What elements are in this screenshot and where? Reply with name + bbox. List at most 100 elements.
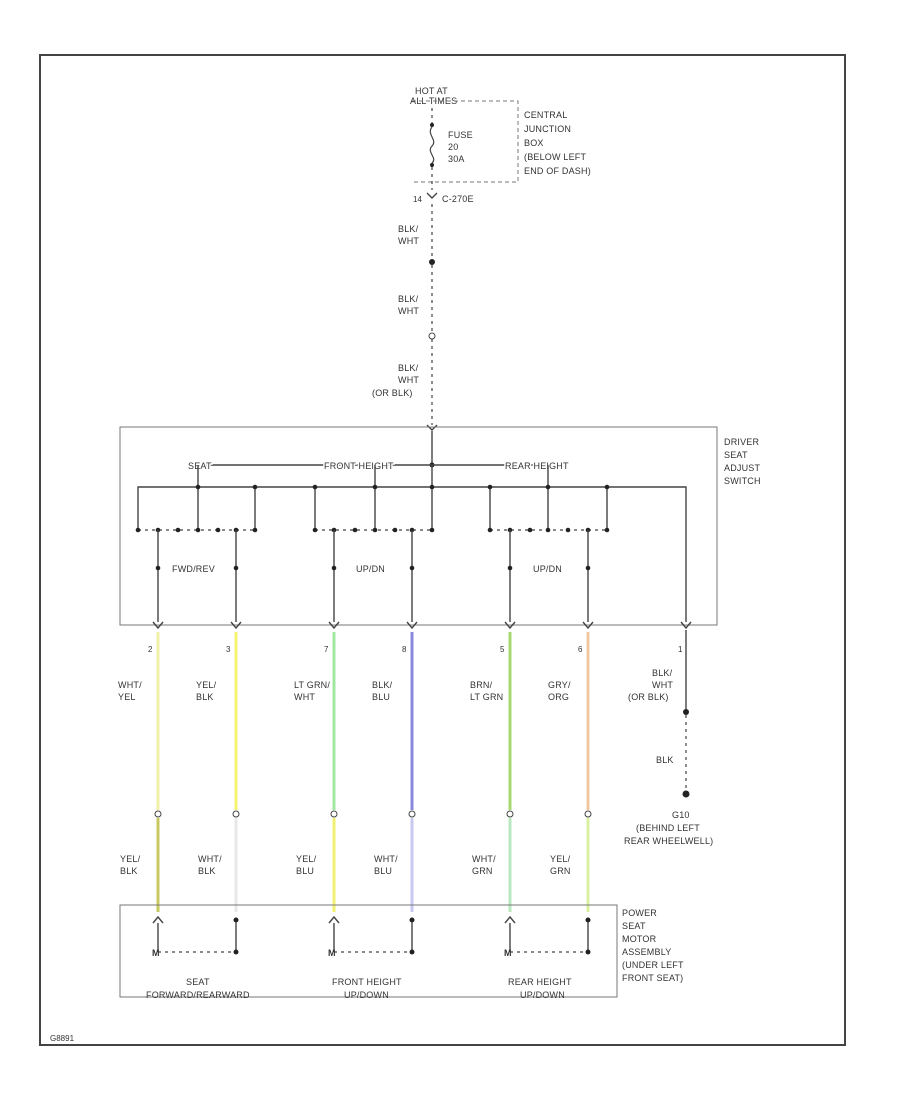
wire-upper-label: BRN/ [470, 680, 493, 690]
inline-connector [154, 810, 162, 818]
fuse-terminal [430, 163, 434, 167]
wire-pin-number: 2 [148, 645, 153, 654]
motor-label-rear-dir: UP/DOWN [520, 990, 565, 1000]
wire-upper-label: LT GRN/ [294, 680, 330, 690]
svg-text:DRIVER: DRIVER [724, 437, 760, 447]
motor-symbol: M [504, 948, 512, 958]
wire-lower-label: YEL/ [550, 854, 571, 864]
ground-location-label: G10 [672, 810, 690, 820]
inline-connector [232, 810, 240, 818]
inline-connector [408, 810, 416, 818]
bus-label-front-height: FRONT HEIGHT [324, 461, 394, 471]
ground-wire-label: BLK/ [652, 668, 673, 678]
ground-circuit: 1 BLK/ WHT (OR BLK) BLK G10 (BEHIND LEFT… [624, 630, 713, 846]
ground-wire-label-blk: BLK [656, 755, 674, 765]
wire-lower-label: BLU [296, 866, 314, 876]
wire-label: BLK/ [398, 294, 419, 304]
wire-lower-label: BLK [120, 866, 138, 876]
wire-upper-label: GRY/ [548, 680, 571, 690]
ground-symbol [682, 790, 690, 798]
wire-upper-label: ORG [548, 692, 569, 702]
power-source-line1: HOT AT [415, 86, 448, 96]
wire-upper-label: BLU [372, 692, 390, 702]
wire-lower-label: GRN [472, 866, 493, 876]
wire-upper-label: WHT [294, 692, 315, 702]
ground-pin: 1 [678, 645, 683, 654]
switch-connector-pins [152, 621, 692, 630]
svg-text:END OF DASH): END OF DASH) [524, 166, 591, 176]
wire-pin-number: 8 [402, 645, 407, 654]
svg-text:(BELOW LEFT: (BELOW LEFT [524, 152, 587, 162]
svg-text:ADJUST: ADJUST [724, 463, 761, 473]
wire-pin-number: 6 [578, 645, 583, 654]
splice-dot [429, 259, 435, 265]
driver-seat-adjust-switch-box [119, 426, 718, 626]
wire-upper-label: WHT/ [118, 680, 142, 690]
ground-location-label: (BEHIND LEFT [636, 823, 700, 833]
wire-upper-label: YEL/ [196, 680, 217, 690]
power-seat-motor-box [119, 904, 618, 998]
bus-label-seat: SEAT [188, 461, 212, 471]
switch-ground-bus [137, 486, 687, 622]
motor-symbol: M [152, 948, 160, 958]
switch-contact-row [135, 527, 610, 533]
diagram-frame [39, 54, 846, 1046]
wire-label: WHT [398, 236, 419, 246]
junction-box-label: CENTRAL JUNCTION BOX (BELOW LEFT END OF … [524, 110, 591, 176]
wire-pin-number: 7 [324, 645, 329, 654]
wire-lower-label: BLU [374, 866, 392, 876]
wire-label: (OR BLK) [372, 388, 413, 398]
wire-pin-number: 5 [500, 645, 505, 654]
switch-label: DRIVER SEAT ADJUST SWITCH [724, 437, 761, 486]
svg-text:JUNCTION: JUNCTION [524, 124, 571, 134]
wire-lower-label: WHT/ [472, 854, 496, 864]
ground-location-label: REAR WHEELWELL) [624, 836, 713, 846]
connector-pin: 14 [413, 195, 422, 204]
fuse-label-2: 20 [448, 142, 458, 152]
svg-text:BOX: BOX [524, 138, 544, 148]
motor-label-seat: SEAT [186, 977, 210, 987]
motor-assembly-label: POWER SEAT MOTOR ASSEMBLY (UNDER LEFT FR… [622, 908, 684, 983]
fuse-label-1: FUSE [448, 130, 473, 140]
fuse-symbol [429, 126, 435, 164]
fuse-terminal [430, 123, 434, 127]
diagram-id: G8891 [50, 1034, 75, 1043]
wire-lower-label: YEL/ [120, 854, 141, 864]
wire-lower-label: YEL/ [296, 854, 317, 864]
fuse-label-3: 30A [448, 154, 465, 164]
section-label-rear-up-dn: UP/DN [533, 564, 562, 574]
motor-label-front-dir: UP/DOWN [344, 990, 389, 1000]
motor-front-height: M [328, 948, 415, 958]
wire-pin-number: 3 [226, 645, 231, 654]
svg-text:SEAT: SEAT [724, 450, 748, 460]
switch-arms [155, 530, 591, 622]
svg-text:POWER: POWER [622, 908, 657, 918]
wire-lower-label: WHT/ [374, 854, 398, 864]
connector-pin-symbol [428, 332, 436, 340]
svg-text:(UNDER LEFT: (UNDER LEFT [622, 960, 684, 970]
bus-label-rear-height: REAR HEIGHT [505, 461, 569, 471]
junction-box-outline [412, 100, 519, 183]
svg-text:MOTOR: MOTOR [622, 934, 657, 944]
ground-wire-label: (OR BLK) [628, 692, 669, 702]
ground-wire-label: WHT [652, 680, 673, 690]
wire-upper-label: BLK/ [372, 680, 393, 690]
wire-column: 7 LT GRN/WHT YEL/BLU [294, 632, 338, 912]
motor-label-seat-dir: FORWARD/REARWARD [146, 990, 250, 1000]
svg-text:FRONT SEAT): FRONT SEAT) [622, 973, 683, 983]
motor-label-front: FRONT HEIGHT [332, 977, 402, 987]
wire-label: BLK/ [398, 224, 419, 234]
wire-lower-label: BLK [198, 866, 216, 876]
switch-contacts [195, 484, 610, 530]
connector-id: C-270E [442, 194, 474, 204]
motor-rear-height: M [504, 948, 591, 958]
wire-label: WHT [398, 375, 419, 385]
wire-upper-label: BLK [196, 692, 214, 702]
wire-upper-label: YEL [118, 692, 136, 702]
